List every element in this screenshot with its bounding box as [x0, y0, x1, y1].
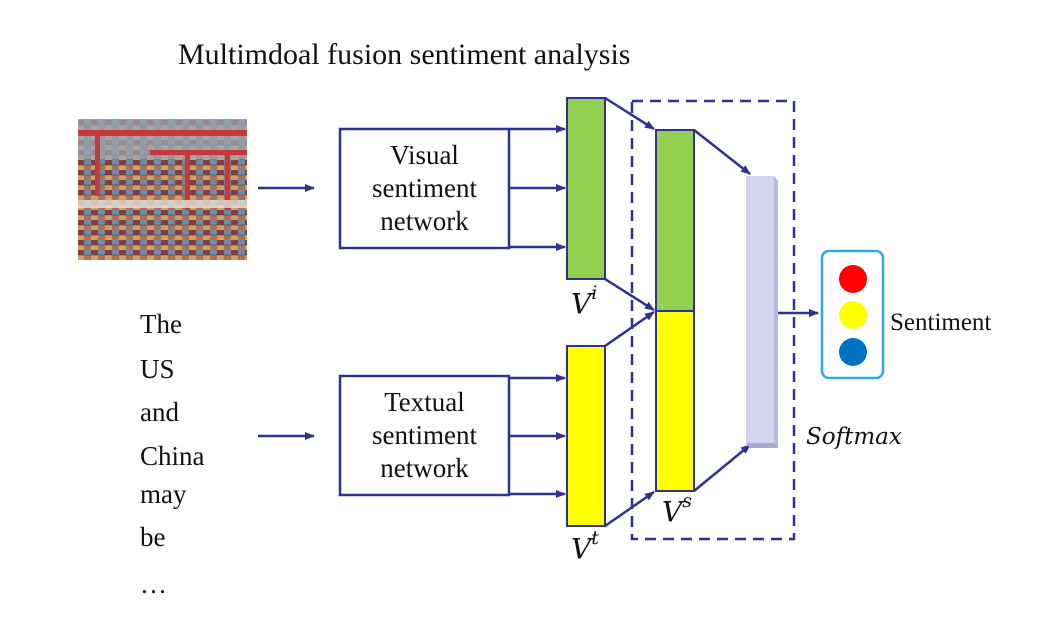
- visual-to-vi-arrows: [509, 125, 566, 251]
- textual-network-line-3: network: [380, 453, 469, 483]
- textual-to-vt-arrows: [509, 374, 566, 498]
- vector-vt: [566, 345, 606, 527]
- fusion-dashed-box: [630, 99, 796, 541]
- input-text-line: …: [140, 569, 167, 599]
- textual-network-line-2: sentiment: [372, 420, 477, 450]
- negative-dot-icon: [839, 265, 867, 293]
- input-text-line: and: [140, 397, 179, 427]
- visual-network-line-3: network: [380, 206, 469, 236]
- input-text-line: US: [140, 354, 175, 384]
- textual-network-label: Textual sentiment network: [340, 386, 509, 485]
- vs-to-softmax-arrows: [693, 129, 751, 492]
- vt-label: Vt: [571, 527, 599, 566]
- vs-label: Vs: [662, 490, 692, 529]
- vector-vi: [566, 97, 606, 280]
- vi-label: Vi: [571, 282, 598, 321]
- visual-network-label: Visual sentiment network: [340, 139, 509, 238]
- sentiment-label: Sentiment: [890, 309, 992, 336]
- concat-arrows: [604, 96, 655, 528]
- input-text-line: China: [140, 441, 205, 471]
- input-text-line: The: [140, 309, 182, 339]
- visual-network-line-2: sentiment: [372, 173, 477, 203]
- textual-network-line-1: Textual: [384, 387, 465, 417]
- vector-vs-visual-part: [655, 129, 695, 312]
- visual-network-line-1: Visual: [390, 140, 459, 170]
- softmax-layer: [746, 176, 778, 448]
- diagram-title: Multimdoal fusion sentiment analysis: [178, 38, 631, 71]
- softmax-label: Softmax: [806, 424, 902, 450]
- input-text-line: may: [140, 479, 187, 509]
- input-text-line: be: [140, 522, 166, 552]
- positive-dot-icon: [839, 338, 867, 366]
- neutral-dot-icon: [839, 301, 867, 329]
- input-image: [78, 119, 247, 260]
- textual-network-box: [338, 374, 511, 497]
- vector-vs-textual-part: [655, 310, 695, 492]
